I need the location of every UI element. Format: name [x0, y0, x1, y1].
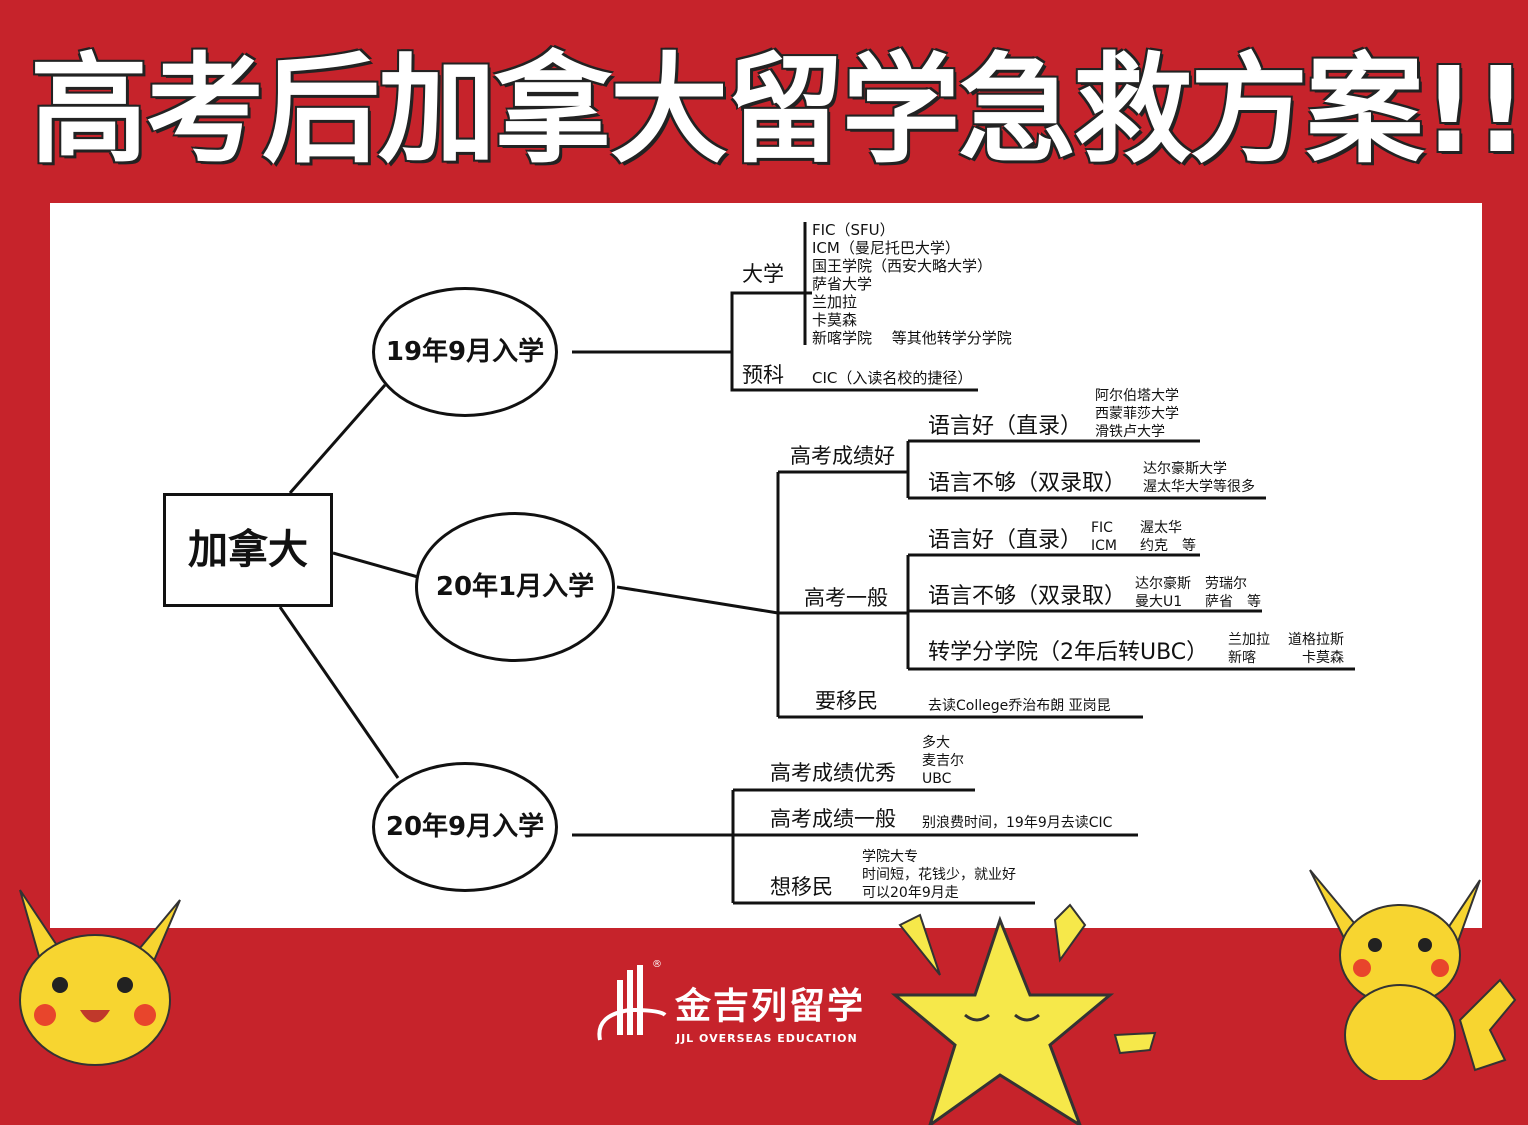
list-item: 达尔豪斯大学: [1143, 461, 1227, 477]
label-lang-weak: 语言不够（双录取）: [928, 471, 1127, 496]
label-want-immigrate: 想移民: [770, 875, 833, 899]
registered-mark: ®: [652, 959, 662, 970]
label-university: 大学: [742, 262, 784, 286]
list-item: 曼大U1: [1135, 594, 1183, 610]
list-item: 萨省 等: [1205, 594, 1261, 610]
list-item: 新喀学院 等其他转学分学院: [812, 329, 1012, 347]
label-average-score: 高考成绩一般: [770, 807, 896, 831]
list-item: FIC（SFU）: [812, 221, 895, 239]
label-lang-weak: 语言不够（双录取）: [928, 584, 1127, 609]
list-item: 可以20年9月走: [862, 885, 959, 901]
school-list: FIC ICM: [1091, 519, 1117, 555]
label-transfer: 转学分学院（2年后转UBC）: [928, 640, 1209, 665]
immigrate-text: 去读College乔治布朗 亚岗昆: [928, 698, 1111, 714]
list-item: 渥太华大学等很多: [1143, 479, 1255, 495]
average-text: 别浪费时间，19年9月去读CIC: [922, 815, 1113, 831]
list-item: ICM: [1091, 538, 1117, 554]
list-item: 时间短，花钱少，就业好: [862, 867, 1016, 883]
list-item: 国王学院（西安大略大学）: [812, 257, 993, 275]
node-19-sep: 19年9月入学: [372, 287, 558, 417]
list-item: 萨省大学: [812, 275, 873, 293]
school-list: 达尔豪斯 曼大U1: [1135, 575, 1191, 611]
school-list: 多大 麦吉尔 UBC: [922, 734, 964, 788]
school-list: 兰加拉 新喀: [1228, 631, 1270, 667]
label-good-score: 高考成绩好: [790, 444, 895, 468]
label-avg-score: 高考一般: [804, 586, 888, 610]
school-list: 劳瑞尔 萨省 等: [1205, 575, 1261, 611]
label-lang-good: 语言好（直录）: [928, 414, 1083, 439]
school-list: 道格拉斯 卡莫森: [1288, 631, 1344, 667]
school-list: 阿尔伯塔大学 西蒙菲莎大学 滑铁卢大学: [1095, 387, 1179, 441]
star-mascot-icon: [890, 903, 1157, 1125]
node-20-jan: 20年1月入学: [415, 512, 615, 662]
school-list: 渥太华 约克 等: [1140, 519, 1196, 555]
list-item: 渥太华: [1140, 520, 1182, 536]
list-item: 兰加拉: [812, 293, 858, 311]
poster-title: 高考后加拿大留学急救方案!!!: [30, 41, 1528, 179]
university-list: FIC（SFU） ICM（曼尼托巴大学） 国王学院（西安大略大学） 萨省大学 兰…: [812, 221, 1012, 347]
jjl-logo-icon: [597, 965, 667, 1041]
list-item: 滑铁卢大学: [1095, 424, 1165, 440]
logo-text-en: JJL OVERSEAS EDUCATION: [676, 1032, 858, 1045]
pikachu-left-icon: [19, 889, 181, 1066]
list-item: 多大: [922, 735, 950, 751]
list-item: 达尔豪斯: [1135, 576, 1191, 592]
logo-text-cn: 金吉列留学: [675, 986, 866, 1027]
node-20-sep: 20年9月入学: [372, 762, 558, 892]
list-item: 道格拉斯: [1288, 632, 1344, 648]
list-item: 新喀: [1228, 650, 1256, 666]
immigrate-list: 学院大专 时间短，花钱少，就业好 可以20年9月走: [862, 848, 1016, 902]
pikachu-right-icon: [1309, 869, 1517, 1080]
list-item: UBC: [922, 771, 952, 787]
label-prep: 预科: [742, 363, 784, 387]
list-item: 兰加拉: [1228, 632, 1270, 648]
label-excellent-score: 高考成绩优秀: [770, 761, 896, 785]
list-item: 劳瑞尔: [1205, 576, 1247, 592]
connector-lines: [278, 222, 1355, 905]
list-item: ICM（曼尼托巴大学）: [812, 239, 960, 257]
list-item: 约克 等: [1140, 538, 1196, 554]
list-item: 阿尔伯塔大学: [1095, 388, 1179, 404]
label-lang-good: 语言好（直录）: [928, 528, 1083, 553]
list-item: 卡莫森: [812, 311, 858, 329]
list-item: 学院大专: [862, 849, 918, 865]
school-list: 达尔豪斯大学 渥太华大学等很多: [1143, 460, 1255, 496]
list-item: 西蒙菲莎大学: [1095, 406, 1179, 422]
root-node: 加拿大: [163, 493, 333, 607]
list-item: 卡莫森: [1302, 650, 1344, 666]
label-immigrate: 要移民: [815, 689, 878, 713]
prep-text: CIC（入读名校的捷径）: [812, 369, 973, 387]
list-item: 麦吉尔: [922, 753, 964, 769]
list-item: FIC: [1091, 520, 1113, 536]
